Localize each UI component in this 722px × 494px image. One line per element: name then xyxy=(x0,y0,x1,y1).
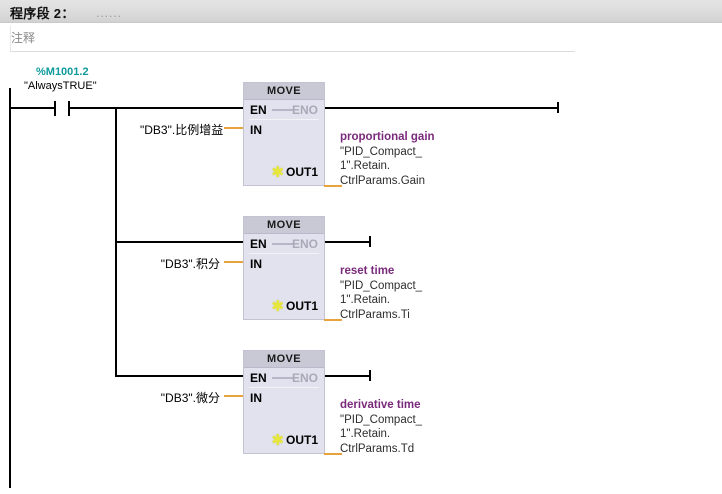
move-block-3-in-operand[interactable]: "DB3".微分 xyxy=(160,391,220,405)
asterisk-icon-1: ✱ xyxy=(271,164,284,181)
move-block-1-eno-pin[interactable]: ENO xyxy=(291,103,318,117)
network-title-bar xyxy=(0,0,722,23)
move-block-1-out-comment: proportional gain xyxy=(340,131,435,143)
move-block-3-out-operand-line2: 1".Retain. xyxy=(340,428,391,440)
move-block-1[interactable]: MOVE EN ENO IN ✱ OUT1 xyxy=(243,82,325,186)
move-block-3-title: MOVE xyxy=(244,351,324,368)
move-block-3-separator xyxy=(249,387,319,388)
move-block-2-out-operand-line2: 1".Retain. xyxy=(340,294,391,306)
eno-terminal-1 xyxy=(557,102,559,113)
power-rail xyxy=(9,88,11,488)
network-comment-row[interactable] xyxy=(0,23,722,51)
move-block-2[interactable]: MOVE EN ENO IN ✱ OUT1 xyxy=(243,216,325,320)
move-block-1-out-operand-line3: CtrlParams.Gain xyxy=(340,174,425,187)
move-block-3-en-pin[interactable]: EN xyxy=(250,371,267,385)
contact-symbol[interactable]: "AlwaysTRUE" xyxy=(24,80,97,92)
move-block-1-in-operand[interactable]: "DB3".比例增益 xyxy=(140,123,224,137)
contact-address[interactable]: %M1001.2 xyxy=(36,66,89,78)
out-operand-wire-2 xyxy=(324,319,342,321)
move-block-2-out-comment: reset time xyxy=(340,265,395,277)
move-block-2-en-pin[interactable]: EN xyxy=(250,237,267,251)
out-operand-wire-3 xyxy=(324,453,342,455)
move-block-2-separator xyxy=(249,253,319,254)
move-block-2-out-operand[interactable]: reset time "PID_Compact_ 1".Retain. Ctrl… xyxy=(340,264,422,322)
in-operand-wire-3 xyxy=(224,395,243,397)
move-block-1-eno-link xyxy=(272,109,294,111)
move-block-1-out-operand-line2: 1".Retain. xyxy=(340,160,391,172)
move-block-3-in-pin[interactable]: IN xyxy=(250,391,262,405)
asterisk-icon-3: ✱ xyxy=(271,432,284,449)
move-block-2-in-pin[interactable]: IN xyxy=(250,257,262,271)
move-block-1-in-pin[interactable]: IN xyxy=(250,123,262,137)
move-block-3-out-operand-line3: CtrlParams.Td xyxy=(340,442,415,455)
eno-terminal-3 xyxy=(369,370,371,381)
rung-wire-left xyxy=(9,107,55,109)
network-title[interactable]: 程序段 2： xyxy=(10,6,75,21)
move-block-1-title: MOVE xyxy=(244,83,324,100)
move-block-2-out-operand-line3: CtrlParams.Ti xyxy=(340,308,410,321)
move-block-2-out1-pin[interactable]: OUT1 xyxy=(285,299,318,313)
in-operand-wire-1 xyxy=(224,127,243,129)
out-operand-wire-1 xyxy=(324,185,342,187)
en-wire-2 xyxy=(115,241,243,243)
move-block-3-out-operand[interactable]: derivative time "PID_Compact_ 1".Retain.… xyxy=(340,398,422,456)
in-operand-wire-2 xyxy=(224,261,243,263)
move-block-1-separator xyxy=(249,119,319,120)
move-block-1-en-pin[interactable]: EN xyxy=(250,103,267,117)
move-block-3[interactable]: MOVE EN ENO IN ✱ OUT1 xyxy=(243,350,325,454)
network-title-placeholder[interactable]: ...... xyxy=(96,6,123,20)
move-block-2-eno-pin[interactable]: ENO xyxy=(291,237,318,251)
move-block-2-title: MOVE xyxy=(244,217,324,234)
eno-wire-2 xyxy=(324,241,370,243)
network-comment-input[interactable]: 注释 xyxy=(11,31,36,45)
move-block-3-out-comment: derivative time xyxy=(340,399,421,411)
move-block-3-eno-pin[interactable]: ENO xyxy=(291,371,318,385)
move-block-1-out-operand-line1: "PID_Compact_ xyxy=(340,145,423,158)
move-block-3-eno-link xyxy=(272,377,294,379)
en-wire-1 xyxy=(115,107,243,109)
eno-wire-1 xyxy=(324,107,558,109)
move-block-2-in-operand[interactable]: "DB3".积分 xyxy=(160,257,220,271)
eno-terminal-2 xyxy=(369,236,371,247)
move-block-2-eno-link xyxy=(272,243,294,245)
move-block-2-out-operand-line1: "PID_Compact_ xyxy=(340,279,423,292)
contact-bar-left[interactable] xyxy=(54,101,56,116)
comment-underline xyxy=(10,51,575,52)
move-block-1-out1-pin[interactable]: OUT1 xyxy=(285,165,318,179)
move-block-1-out-operand[interactable]: proportional gain "PID_Compact_ 1".Retai… xyxy=(340,130,435,188)
comment-left-edge xyxy=(10,26,11,51)
move-block-3-out1-pin[interactable]: OUT1 xyxy=(285,433,318,447)
en-wire-3 xyxy=(115,375,243,377)
rung-wire-right xyxy=(68,107,117,109)
eno-wire-3 xyxy=(324,375,370,377)
move-block-3-out-operand-line1: "PID_Compact_ xyxy=(340,413,423,426)
asterisk-icon-2: ✱ xyxy=(271,298,284,315)
